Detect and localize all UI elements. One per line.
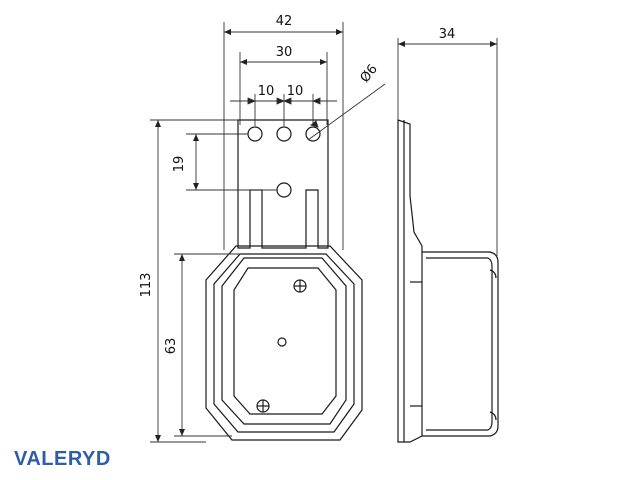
brand-logo: VALERYD [14,448,111,470]
screw-bottom-icon [256,399,270,413]
dim-hole-span: 30 [276,45,293,60]
dim-hole-diameter: Ø6 [358,62,381,86]
mounting-hole-lower [276,182,292,198]
lamp-body-outer [205,245,363,441]
dim-hole-vertical-offset: 19 [172,156,187,173]
dim-side-depth: 34 [439,27,456,42]
mounting-plate-outline [237,119,329,249]
mounting-hole-left [247,126,263,142]
center-point [277,337,287,347]
side-lamp-housing [422,251,499,437]
dim-overall-height: 113 [139,273,154,298]
mounting-hole-right [305,126,321,142]
dim-screw-spacing: 63 [164,338,179,355]
side-mounting-plate [397,119,423,443]
dim-hole-pitch-right: 10 [287,84,304,99]
lamp-body-middle [213,253,355,433]
front-view [205,119,363,441]
dim-overall-width: 42 [276,14,293,29]
screw-top-icon [293,279,307,293]
side-view [397,119,499,443]
dim-hole-pitch-left: 10 [258,84,275,99]
lens-outer [221,257,347,425]
dimension-lines [150,22,498,443]
lens-inner [233,267,337,415]
mounting-hole-center [276,126,292,142]
